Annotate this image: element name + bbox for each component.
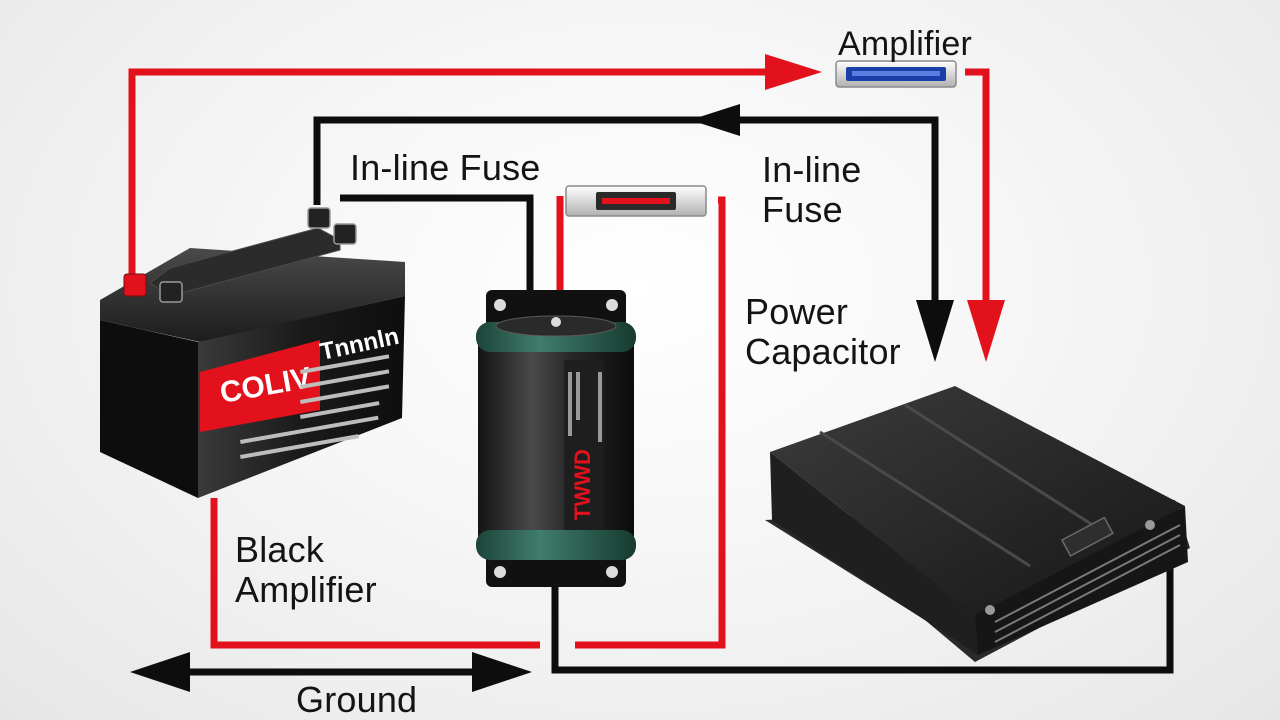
ground-wire-battery-to-capacitor bbox=[340, 194, 534, 292]
label-inline-fuse-right: In-line Fuse bbox=[762, 150, 861, 230]
positive-wire-battery-to-top-fuse bbox=[128, 68, 790, 290]
label-black-amplifier: Black Amplifier bbox=[235, 530, 377, 610]
positive-wire-fuse-right-down bbox=[575, 196, 726, 649]
arrow-down-icon bbox=[967, 300, 1005, 362]
positive-wire-battery-bottom-loop bbox=[210, 498, 540, 649]
ground-wire-battery-to-amplifier bbox=[313, 116, 939, 310]
arrow-left-icon bbox=[130, 652, 190, 692]
top-inline-fuse bbox=[835, 60, 957, 88]
label-black-amplifier-line1: Black bbox=[235, 529, 325, 570]
middle-inline-fuse bbox=[565, 185, 707, 217]
amplifier-device bbox=[765, 386, 1190, 662]
arrow-down-icon bbox=[916, 300, 954, 362]
battery-ground-terminal-2 bbox=[333, 223, 357, 245]
battery-negative-terminal bbox=[159, 281, 183, 303]
label-power-capacitor: Power Capacitor bbox=[745, 292, 901, 372]
positive-wire-top-fuse-to-amplifier bbox=[965, 68, 990, 310]
ground-wire-capacitor-to-amplifier bbox=[551, 560, 1174, 674]
label-black-amplifier-line2: Amplifier bbox=[235, 569, 377, 610]
power-capacitor-device: TWWD bbox=[476, 290, 636, 587]
battery-positive-terminal bbox=[123, 273, 147, 297]
label-inline-fuse-right-line1: In-line bbox=[762, 149, 862, 190]
ground-wires bbox=[160, 116, 1174, 676]
positive-wires bbox=[128, 68, 990, 649]
arrow-left-icon bbox=[690, 104, 740, 136]
label-power-capacitor-line2: Capacitor bbox=[745, 331, 901, 372]
label-ground: Ground bbox=[296, 679, 418, 720]
label-power-capacitor-line1: Power bbox=[745, 291, 849, 332]
label-inline-fuse-right-line2: Fuse bbox=[762, 189, 843, 230]
arrow-right-icon bbox=[765, 54, 822, 90]
arrow-right-icon bbox=[472, 652, 532, 692]
label-inline-fuse-left: In-line Fuse bbox=[350, 147, 541, 188]
battery-ground-terminal bbox=[307, 207, 331, 229]
capacitor-brand-text: TWWD bbox=[570, 449, 595, 520]
car-battery: COLIV Tnnnln bbox=[100, 207, 405, 498]
label-amplifier: Amplifier bbox=[838, 25, 973, 63]
